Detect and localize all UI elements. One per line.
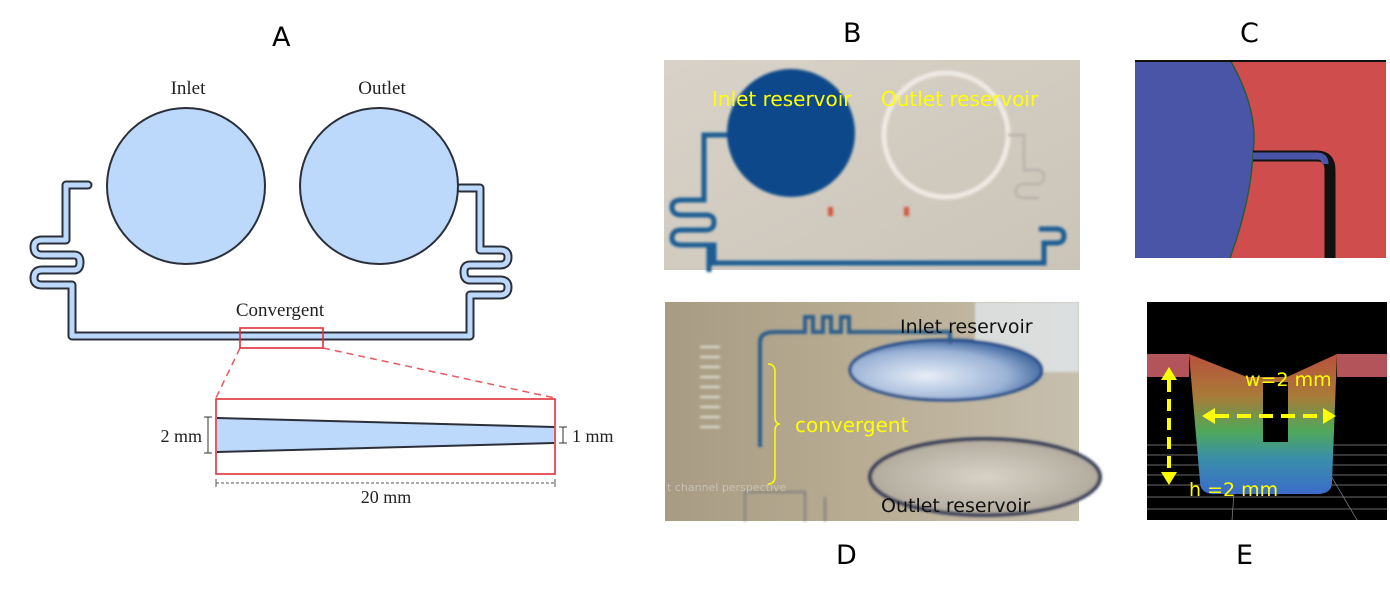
marker-left <box>828 207 833 216</box>
panel-b-photo: Inlet reservoir Outlet reservoir <box>664 60 1080 272</box>
outlet-reservoir-circle <box>299 107 459 265</box>
inlet-reservoir-circle <box>106 107 266 265</box>
channel-outline <box>1229 59 1255 259</box>
channel-bottom-edge <box>216 442 555 453</box>
panel-d-photo: convergent Inlet reservoir Outlet reserv… <box>665 302 1102 521</box>
length-label: 20 mm <box>361 487 412 507</box>
width-label: w=2 mm <box>1245 369 1332 391</box>
outlet-width-dimension <box>559 426 567 444</box>
panel-letter-c: C <box>1240 18 1259 49</box>
inlet-reservoir-3d <box>848 338 1044 402</box>
zoom-line-left <box>215 347 241 399</box>
height-arrow <box>1161 367 1177 485</box>
panel-c-image <box>1135 59 1386 259</box>
width-arrow <box>1202 408 1336 424</box>
zoom-line-right <box>322 347 556 399</box>
height-label: h =2 mm <box>1189 479 1278 501</box>
inlet-reservoir-label-d: Inlet reservoir <box>900 316 1033 338</box>
inlet-width-label: 2 mm <box>160 426 202 446</box>
outlet-label: Outlet <box>358 78 406 99</box>
convergent-label-d: convergent <box>795 413 909 437</box>
dyed-channel <box>669 132 1067 272</box>
channel-top-edge <box>216 417 555 428</box>
outlet-reservoir-3d <box>868 437 1102 517</box>
panel-letter-a: A <box>272 22 291 53</box>
panel-a-schematic: Inlet Outlet Convergent 2 mm 1 mm 20 mm <box>29 78 614 507</box>
panel-letter-e: E <box>1236 540 1254 571</box>
panel-e-profile: w=2 mm h =2 mm <box>1147 302 1387 521</box>
convergent-channel-shape <box>217 418 554 452</box>
outlet-reservoir-label: Outlet reservoir <box>881 87 1039 111</box>
panel-letter-b: B <box>843 18 862 49</box>
ruler-marks <box>700 346 720 428</box>
watermark-text: t channel perspective <box>667 481 787 494</box>
inlet-reservoir-label: Inlet reservoir <box>712 87 852 111</box>
length-dimension <box>215 479 556 487</box>
channel-gap <box>1263 382 1288 442</box>
inlet-label: Inlet <box>171 78 207 99</box>
blue-region <box>1135 60 1255 258</box>
convergent-label: Convergent <box>236 300 325 321</box>
microchannel <box>29 180 513 341</box>
convergent-highlight-box <box>239 327 324 349</box>
outlet-reservoir-label-d: Outlet reservoir <box>881 495 1031 517</box>
outlet-width-label: 1 mm <box>572 426 614 446</box>
panel-letter-d: D <box>836 540 857 571</box>
surface-top-left <box>1147 354 1189 377</box>
inlet-reservoir-dyed <box>727 69 855 197</box>
inlet-width-dimension <box>204 416 212 454</box>
convergent-bracket <box>767 363 781 485</box>
marker-right <box>904 207 909 216</box>
channel-3d <box>758 315 952 447</box>
surface-top-right <box>1337 354 1387 377</box>
